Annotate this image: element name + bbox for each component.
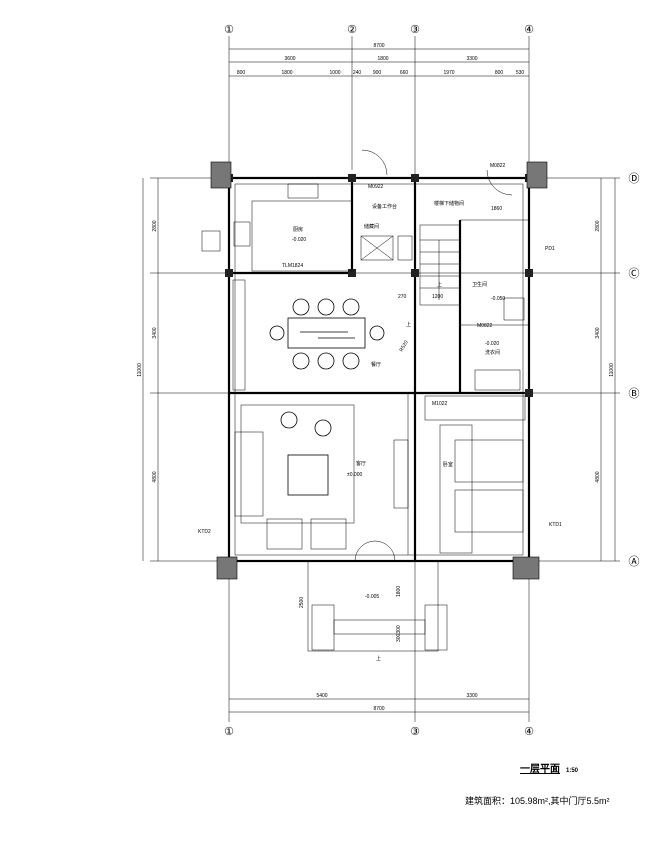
axis-3: ③ bbox=[410, 24, 420, 36]
svg-text:1970: 1970 bbox=[443, 70, 454, 76]
svg-text:1800: 1800 bbox=[281, 70, 292, 76]
svg-text:①: ① bbox=[224, 726, 234, 738]
svg-text:3300: 3300 bbox=[466, 56, 477, 62]
svg-text:2500: 2500 bbox=[299, 597, 305, 608]
dining-chairs bbox=[269, 298, 385, 370]
svg-text:-0.020: -0.020 bbox=[485, 341, 499, 347]
top-dimensions: 8700 3600 1800 3300 800 1800 1000 240 90… bbox=[229, 43, 529, 77]
axis-B: Ⓑ bbox=[629, 387, 640, 400]
svg-text:KTD1: KTD1 bbox=[549, 522, 562, 528]
svg-text:3400: 3400 bbox=[152, 327, 158, 338]
svg-text:客厅: 客厅 bbox=[356, 460, 366, 467]
svg-text:设备工作台: 设备工作台 bbox=[372, 203, 397, 210]
svg-text:-0.020: -0.020 bbox=[292, 237, 306, 243]
axis-lines bbox=[150, 36, 620, 722]
svg-text:1860: 1860 bbox=[491, 206, 502, 212]
svg-text:1200: 1200 bbox=[432, 294, 443, 300]
svg-text:卫生间: 卫生间 bbox=[472, 281, 487, 288]
svg-text:2800: 2800 bbox=[152, 220, 158, 231]
svg-text:TLM1824: TLM1824 bbox=[282, 263, 303, 269]
svg-text:上: 上 bbox=[376, 655, 381, 662]
stairs bbox=[420, 239, 460, 300]
bottom-dimensions: 5400 3300 8700 bbox=[229, 693, 529, 713]
svg-text:5400: 5400 bbox=[316, 693, 327, 699]
svg-text:上: 上 bbox=[437, 281, 442, 288]
fixtures bbox=[201, 149, 526, 652]
svg-text:11000: 11000 bbox=[609, 363, 615, 377]
svg-text:M0822: M0822 bbox=[477, 323, 493, 329]
svg-text:储藏间: 储藏间 bbox=[364, 223, 379, 230]
svg-text:3400: 3400 bbox=[595, 327, 601, 338]
axis-4: ④ bbox=[524, 24, 534, 36]
svg-text:800: 800 bbox=[237, 70, 246, 76]
svg-text:洗衣间: 洗衣间 bbox=[485, 349, 500, 356]
axis-A: Ⓐ bbox=[629, 555, 640, 568]
svg-text:M0922: M0922 bbox=[368, 184, 384, 190]
svg-text:240: 240 bbox=[353, 70, 362, 76]
plan-labels: M0922 M0822 M0822 M1022 TLM1824 PD1 KTD1… bbox=[198, 163, 562, 662]
svg-text:300300: 300300 bbox=[396, 625, 402, 642]
svg-text:M1022: M1022 bbox=[432, 401, 448, 407]
axis-D: Ⓓ bbox=[629, 172, 640, 185]
axis-C: Ⓒ bbox=[629, 267, 640, 280]
svg-text:8700: 8700 bbox=[373, 43, 384, 49]
svg-text:1800: 1800 bbox=[396, 586, 402, 597]
drawing-title: 一层平面 bbox=[520, 763, 560, 775]
svg-text:3600: 3600 bbox=[284, 56, 295, 62]
axis-bubbles-right: Ⓓ Ⓒ Ⓑ Ⓐ bbox=[629, 172, 640, 568]
svg-text:-0.050: -0.050 bbox=[491, 296, 505, 302]
axis-bubbles-bottom: ① ③ ④ bbox=[224, 726, 534, 738]
svg-text:PD1: PD1 bbox=[545, 246, 555, 252]
svg-text:3300: 3300 bbox=[466, 693, 477, 699]
svg-text:④: ④ bbox=[524, 726, 534, 738]
svg-text:4800: 4800 bbox=[595, 471, 601, 482]
svg-text:270: 270 bbox=[398, 294, 407, 300]
drawing-scale: 1:50 bbox=[566, 768, 579, 774]
right-dimensions: 11000 2800 3400 4800 bbox=[595, 178, 616, 561]
area-note: 建筑面积：105.98m²,其中门厅5.5m² bbox=[465, 795, 610, 806]
svg-text:530: 530 bbox=[516, 70, 525, 76]
svg-text:900: 900 bbox=[373, 70, 382, 76]
svg-text:11000: 11000 bbox=[137, 363, 143, 377]
svg-text:±0.000: ±0.000 bbox=[347, 472, 362, 478]
svg-text:上: 上 bbox=[406, 321, 411, 328]
svg-text:8700: 8700 bbox=[373, 706, 384, 712]
svg-text:1000: 1000 bbox=[329, 70, 340, 76]
svg-text:2800: 2800 bbox=[595, 220, 601, 231]
svg-text:R520: R520 bbox=[399, 339, 410, 353]
svg-text:③: ③ bbox=[410, 726, 420, 738]
svg-text:KTD2: KTD2 bbox=[198, 529, 211, 535]
svg-text:-0.005: -0.005 bbox=[365, 594, 379, 600]
svg-text:M0822: M0822 bbox=[490, 163, 506, 169]
svg-text:卧室: 卧室 bbox=[443, 461, 453, 468]
svg-text:厨房: 厨房 bbox=[293, 226, 303, 233]
axis-2: ② bbox=[347, 24, 357, 36]
left-dimensions: 11000 2800 3400 4800 bbox=[137, 178, 159, 561]
svg-text:4800: 4800 bbox=[152, 471, 158, 482]
svg-text:餐厅: 餐厅 bbox=[371, 361, 381, 368]
axis-bubbles-top: ① ② ③ ④ bbox=[224, 24, 534, 36]
svg-text:660: 660 bbox=[400, 70, 409, 76]
svg-text:800: 800 bbox=[495, 70, 504, 76]
svg-text:1800: 1800 bbox=[377, 56, 388, 62]
axis-1: ① bbox=[224, 24, 234, 36]
svg-text:楼梯下储物间: 楼梯下储物间 bbox=[434, 200, 464, 207]
